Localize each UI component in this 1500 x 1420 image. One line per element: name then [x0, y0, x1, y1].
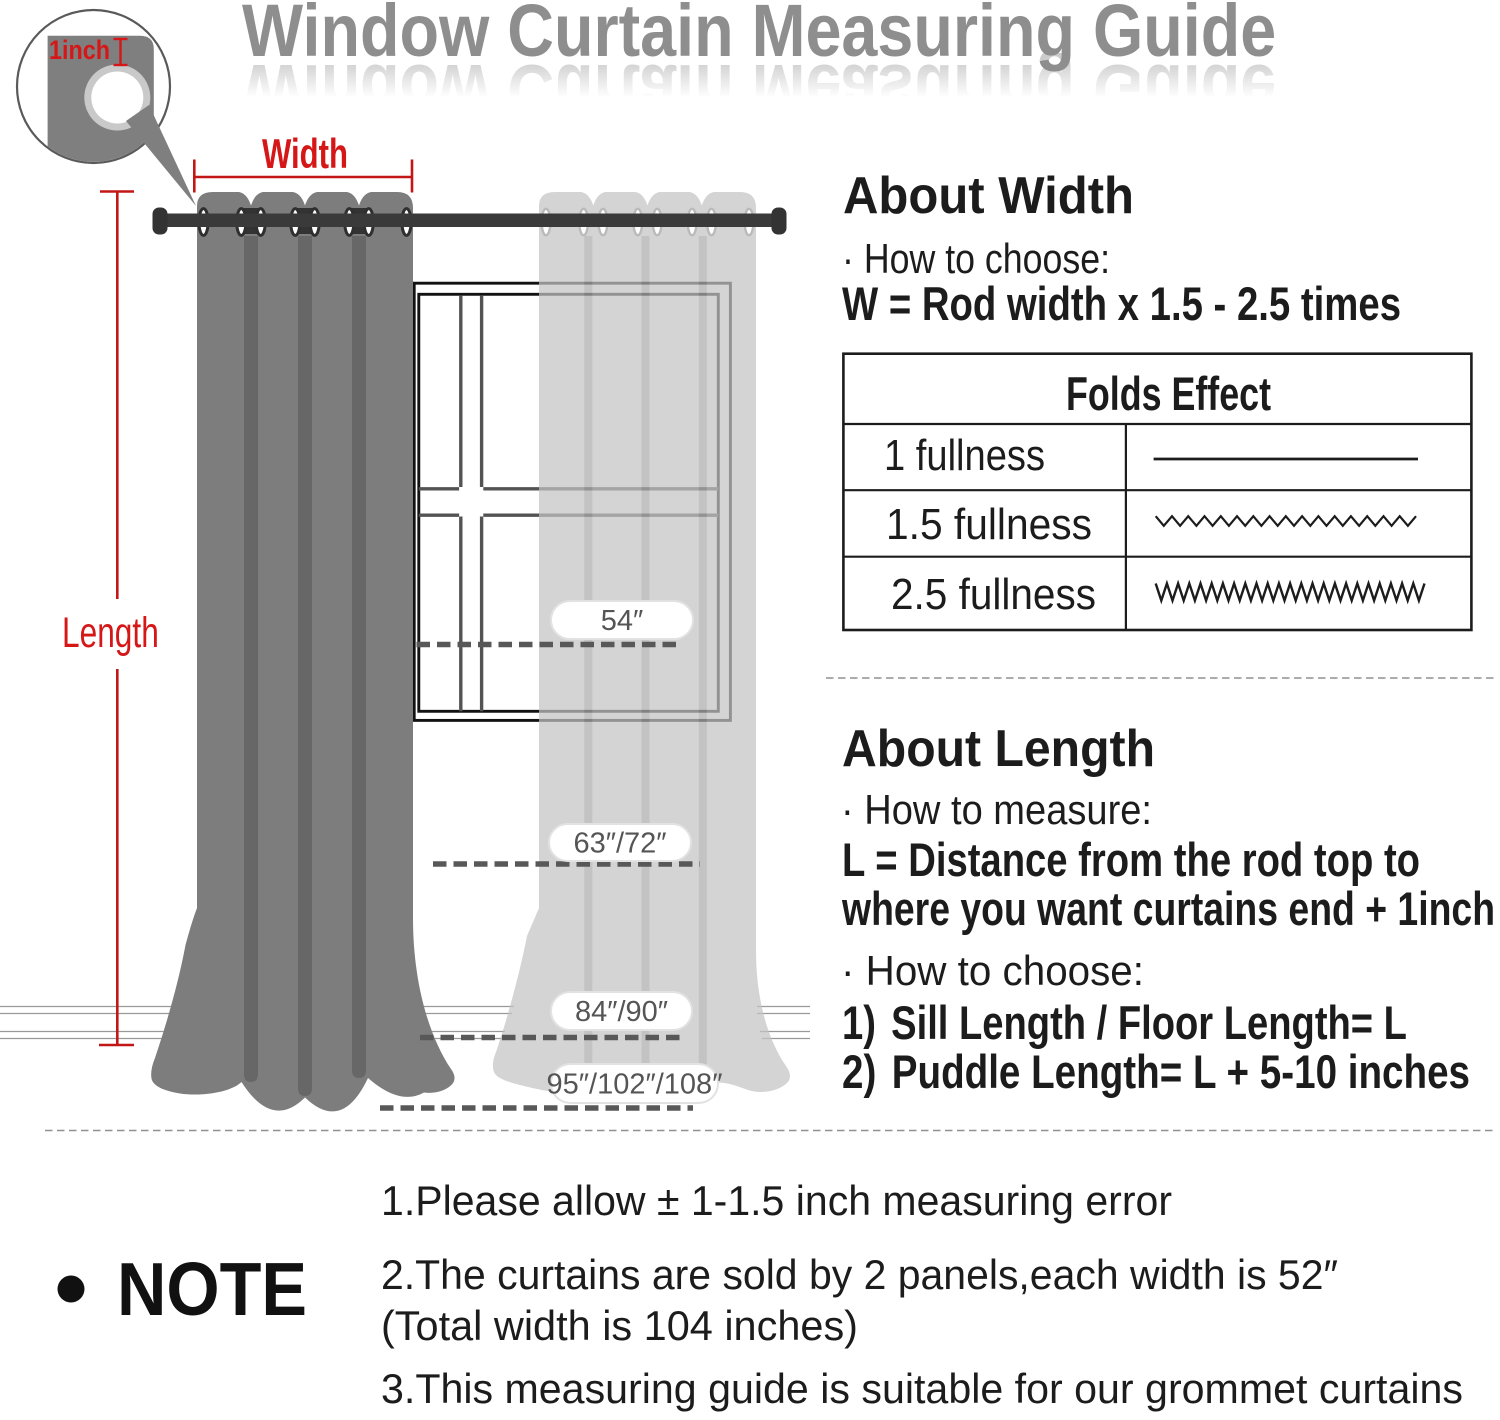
svg-text:63″/72″: 63″/72″ — [573, 828, 666, 860]
svg-text:54″: 54″ — [601, 605, 644, 637]
svg-text:95″/102″/108″: 95″/102″/108″ — [547, 1069, 723, 1101]
svg-text:84″/90″: 84″/90″ — [575, 996, 668, 1028]
